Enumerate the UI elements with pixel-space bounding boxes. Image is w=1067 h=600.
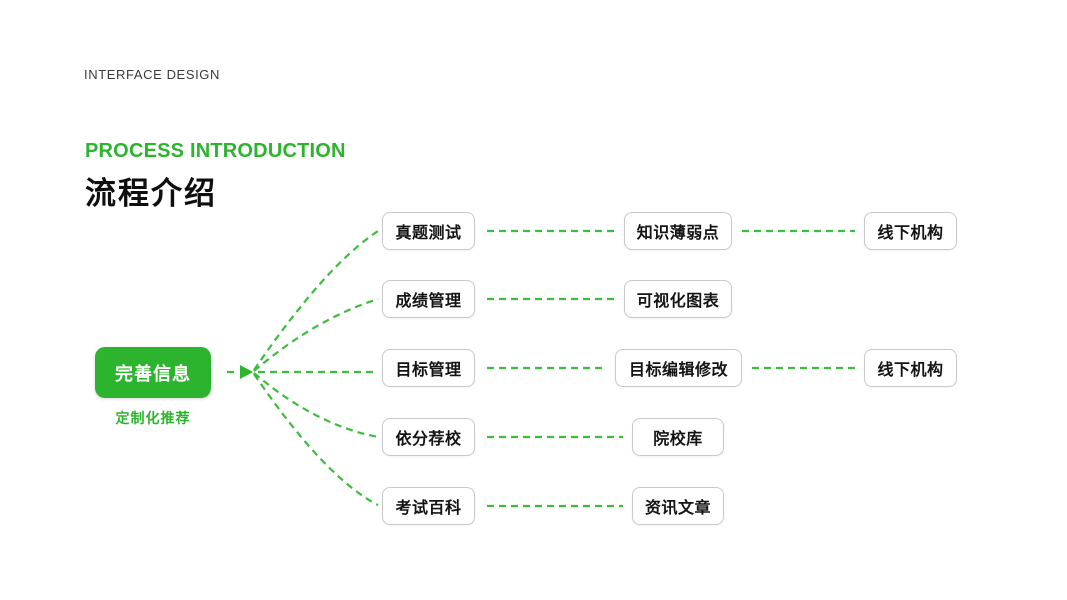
- connector-root-row5: [253, 373, 379, 506]
- node-goal-edit-modify: 目标编辑修改: [615, 349, 742, 387]
- node-score-management: 成绩管理: [382, 280, 475, 318]
- connector-root-row1: [253, 230, 379, 371]
- node-real-question-test: 真题测试: [382, 212, 475, 250]
- node-school-library: 院校库: [632, 418, 724, 456]
- eyebrow-label: INTERFACE DESIGN: [84, 67, 221, 82]
- node-offline-institution-1: 线下机构: [864, 212, 957, 250]
- node-news-articles: 资讯文章: [632, 487, 724, 525]
- complete-info-button: 完善信息: [95, 347, 211, 398]
- page-title: 流程介绍: [85, 176, 217, 211]
- node-knowledge-weak-points: 知识薄弱点: [624, 212, 732, 250]
- fan-arrow-icon: [240, 365, 253, 379]
- node-goal-management: 目标管理: [382, 349, 475, 387]
- connector-root-row2: [253, 297, 379, 372]
- node-school-recommendation-by-score: 依分荐校: [382, 418, 475, 456]
- customized-recommendation-caption: 定制化推荐: [115, 410, 191, 426]
- connector-root-row4: [253, 372, 379, 439]
- node-visualization-charts: 可视化图表: [624, 280, 732, 318]
- node-exam-encyclopedia: 考试百科: [382, 487, 475, 525]
- section-title-en: PROCESS INTRODUCTION: [85, 140, 346, 162]
- node-offline-institution-2: 线下机构: [864, 349, 957, 387]
